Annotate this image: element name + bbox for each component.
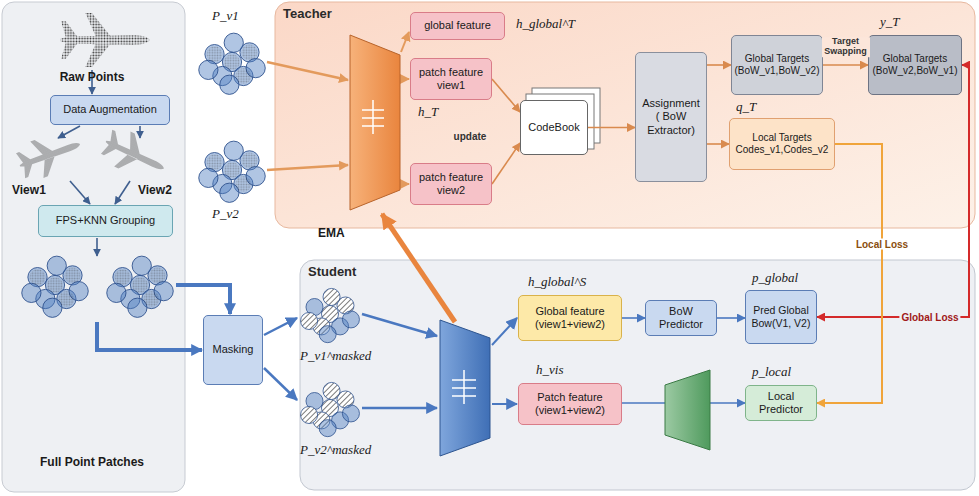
target-box: Global Targets (BoW_v1,BoW_v2) [731, 35, 823, 95]
symbol-label: P_v2^masked [300, 442, 371, 458]
connector [492, 143, 520, 184]
symbol-label: p_local [752, 364, 791, 380]
feature-box: global feature [410, 12, 505, 40]
student-panel: StudentGlobal feature (view1+view2) BoW P… [300, 260, 975, 490]
target-box: Global Targets (BoW_v2,BoW_v1) [868, 35, 962, 95]
symbol-label: y_T [880, 14, 900, 30]
caption-label: EMA [318, 226, 345, 240]
node-text: patch feature view2 [414, 171, 488, 197]
symbol-label: P_v1^masked [300, 348, 371, 364]
teacher-encoder [350, 35, 400, 210]
connector [588, 127, 635, 129]
node-text: CodeBook [528, 121, 579, 134]
node-text: Global feature (view1+view2) [522, 305, 618, 331]
node-text: Local Targets Codes_v1,Codes_v2 [733, 132, 831, 156]
connector [717, 317, 745, 319]
point-patches [22, 256, 89, 317]
teacher-panel-ground [275, 2, 975, 228]
encoder-icon [362, 100, 384, 134]
symbol-label: h_global^T [516, 16, 575, 32]
symbol-label: q_T [736, 99, 756, 115]
node-text: Pred Global Bow(V1, V2) [749, 304, 813, 329]
masked-patches [301, 382, 360, 436]
raw-point-cloud [60, 13, 150, 67]
feature-box: Global feature (view1+view2) [518, 295, 622, 341]
node-text: patch feature view1 [414, 66, 488, 92]
caption-label: Raw Points [60, 70, 125, 84]
point-patches [199, 33, 266, 94]
connector [823, 64, 868, 66]
connector [707, 143, 729, 145]
node-text: BoW Predictor [649, 305, 713, 331]
prediction-box: Pred Global Bow(V1, V2) [745, 290, 817, 344]
input-panel [2, 2, 185, 492]
symbol-label: P_v1 [212, 8, 239, 24]
node-text: FPS+KNN Grouping [56, 214, 155, 227]
codebook-box: CodeBook [520, 100, 588, 155]
connector [707, 64, 731, 66]
symbol-label: p_global [752, 270, 798, 286]
student-panel-ground [300, 260, 975, 490]
ema-arrow [382, 214, 455, 322]
node-text: Masking [213, 343, 254, 356]
node-text: Patch feature (view1+view2) [522, 391, 618, 417]
feature-box: Patch feature (view1+view2) [518, 383, 622, 425]
masking-box: Masking [203, 315, 263, 385]
predictor-box: BoW Predictor [645, 300, 717, 336]
point-patches [199, 141, 266, 202]
panel-title: Teacher [283, 6, 332, 21]
edge-label: Local Loss [854, 239, 910, 250]
node-text: Local Predictor [749, 390, 813, 416]
caption-label: View1 [12, 183, 46, 197]
caption-label: Full Point Patches [40, 455, 144, 469]
edge-label: Global Loss [899, 312, 960, 323]
node-text: Data Augmentation [63, 103, 157, 116]
edge-label: update [452, 131, 489, 142]
point-patches [107, 256, 174, 317]
panel-title: Student [308, 264, 356, 279]
node-text: global feature [424, 19, 491, 32]
symbol-label: h_vis [536, 362, 563, 378]
masked-patches [301, 288, 360, 342]
node-text: Global Targets (BoW_v2,BoW_v1) [872, 53, 958, 77]
symbol-label: P_v2 [212, 206, 239, 222]
encoder-icon [452, 370, 476, 404]
feature-box: patch feature view2 [410, 163, 492, 205]
feature-box: patch feature view1 [410, 58, 492, 100]
grouping-box: FPS+KNN Grouping [38, 205, 173, 237]
assignment-box: Assignment ( BoW Extractor) [635, 52, 707, 182]
teacher-panel: Teacher global feature patch feature view1… [275, 2, 975, 228]
symbol-label: h_global^S [528, 274, 586, 290]
edge-label: Target Swapping [822, 37, 870, 57]
caption-label: View2 [138, 183, 172, 197]
connector [622, 317, 645, 319]
predictor-box: Local Predictor [745, 385, 817, 421]
connector [492, 79, 520, 112]
symbol-label: h_T [418, 104, 438, 120]
node-text: Global Targets (BoW_v1,BoW_v2) [734, 53, 819, 77]
decoder [665, 370, 710, 450]
augmentation-box: Data Augmentation [50, 95, 170, 125]
view2-point-cloud [98, 124, 172, 186]
node-text: Assignment ( BoW Extractor) [639, 97, 703, 137]
connector [817, 144, 882, 403]
connector [817, 65, 969, 317]
view1-point-cloud [13, 126, 86, 184]
target-box: Local Targets Codes_v1,Codes_v2 [729, 118, 835, 170]
student-encoder [440, 320, 490, 456]
